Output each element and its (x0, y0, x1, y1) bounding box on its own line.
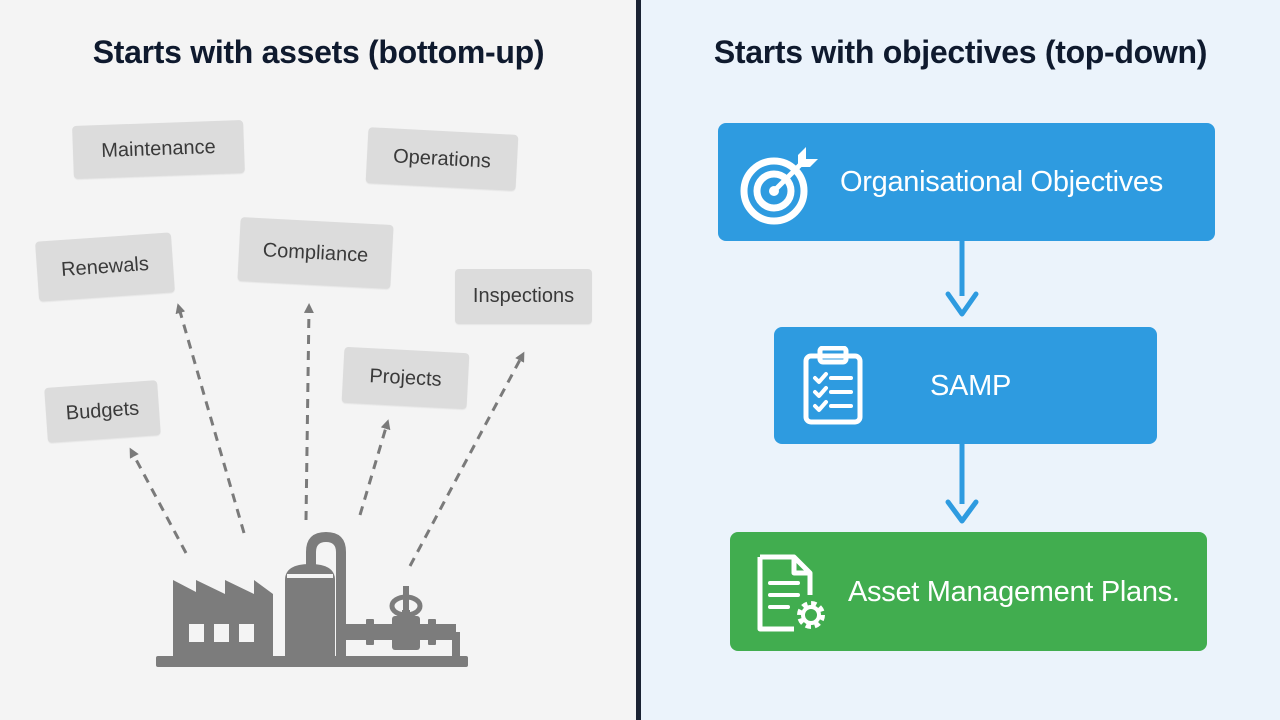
arrow-to-compliance (303, 303, 314, 521)
panel-divider (636, 0, 641, 720)
right-panel-title: Starts with objectives (top-down) (713, 34, 1208, 70)
chip-renewals: Renewals (35, 232, 175, 302)
arrowhead-plans (945, 499, 979, 524)
flow-box-label: Asset Management Plans. (848, 576, 1180, 608)
arrowhead-samp (945, 291, 979, 317)
arrow-to-budgets (129, 447, 188, 554)
left-panel: Starts with assets (bottom-up) Maintenan… (0, 0, 637, 720)
flow-box-samp: SAMP (774, 327, 1157, 444)
chip-operations: Operations (365, 127, 519, 191)
chip-projects: Projects (341, 346, 470, 410)
clipboard-checklist-icon (803, 346, 863, 425)
arrow-to-renewals (175, 303, 246, 534)
left-panel-title: Starts with assets (bottom-up) (92, 34, 545, 70)
flow-box-label: Organisational Objectives (840, 166, 1163, 198)
chip-maintenance: Maintenance (72, 120, 245, 179)
flow-arrows (945, 241, 979, 524)
right-panel: Starts with objectives (top-down) Organi… (641, 0, 1280, 720)
document-gear-icon (757, 554, 825, 632)
dashed-arrows (129, 303, 525, 567)
chip-inspections: Inspections (455, 269, 592, 324)
arrow-to-projects (358, 419, 391, 516)
flow-box-asset-management-plans: Asset Management Plans. (730, 532, 1207, 651)
chip-compliance: Compliance (237, 217, 394, 289)
flow-box-organisational-objectives: Organisational Objectives (718, 123, 1215, 241)
target-icon (740, 147, 818, 225)
arrow-to-inspections (408, 351, 525, 567)
factory-icon (156, 532, 468, 667)
chip-budgets: Budgets (44, 380, 161, 443)
flow-box-label: SAMP (930, 370, 1011, 402)
